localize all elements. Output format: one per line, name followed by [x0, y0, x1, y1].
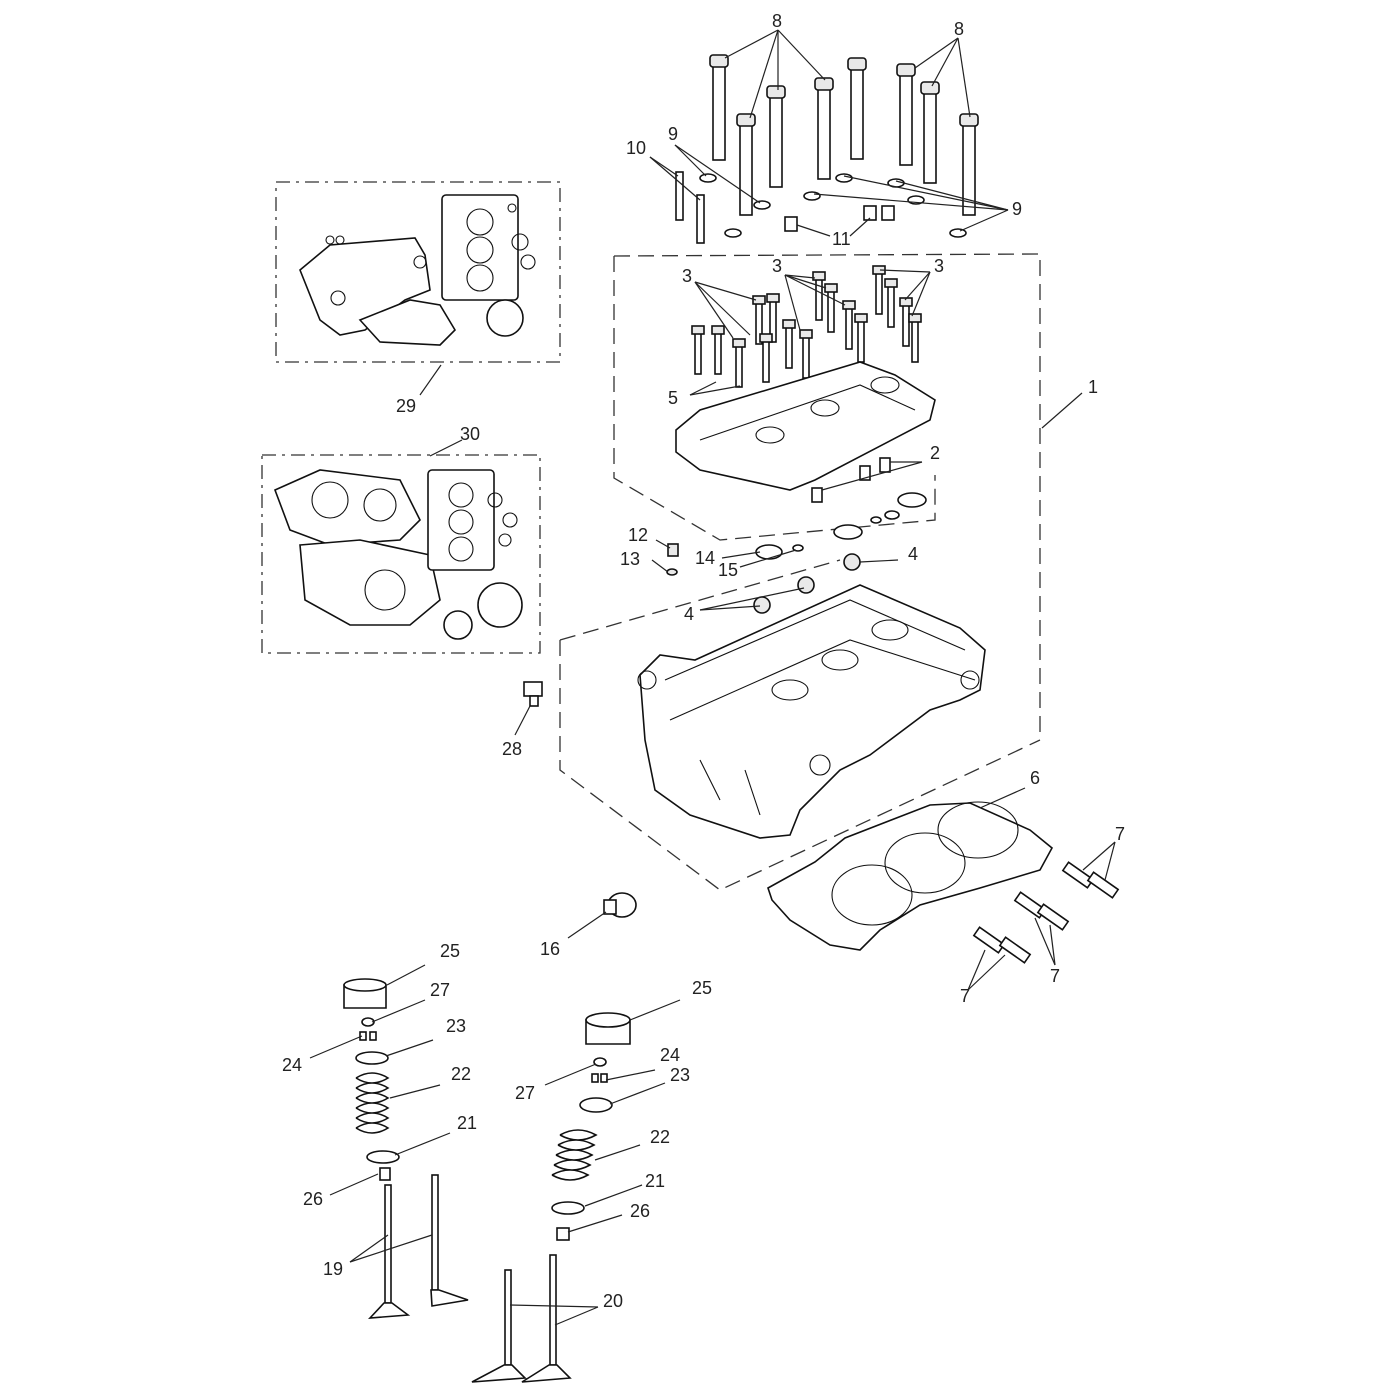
label-part-23: 23	[446, 1016, 466, 1036]
label-part-14: 14	[695, 548, 715, 568]
label-part-28: 28	[502, 739, 522, 759]
label-part-5: 5	[668, 388, 678, 408]
label-part-25: 25	[440, 941, 460, 961]
label-part-7: 7	[1115, 824, 1125, 844]
label-part-22: 22	[650, 1127, 670, 1147]
part-labels: 1 2 3 3 3 4 4 5 6 7 7 7 8 8 9 9 10 11 12…	[282, 11, 1125, 1311]
valve-train-left	[309, 964, 469, 1319]
label-part-26: 26	[630, 1201, 650, 1221]
washers-9-dowels	[649, 144, 1009, 244]
dowels-7	[967, 841, 1120, 991]
label-part-27: 27	[515, 1083, 535, 1103]
label-part-15: 15	[718, 560, 738, 580]
label-part-7: 7	[1050, 966, 1060, 986]
label-part-21: 21	[457, 1113, 477, 1133]
cylinder-head	[514, 584, 986, 839]
gasket-kit-30	[261, 454, 541, 654]
label-part-4: 4	[908, 544, 918, 564]
label-part-3: 3	[934, 256, 944, 276]
label-part-9: 9	[1012, 199, 1022, 219]
label-part-9: 9	[668, 124, 678, 144]
label-part-25: 25	[692, 978, 712, 998]
label-part-12: 12	[628, 525, 648, 545]
head-gasket-6	[767, 787, 1054, 951]
label-part-8: 8	[772, 11, 782, 31]
head-bolts-8	[709, 29, 979, 216]
label-part-3: 3	[682, 266, 692, 286]
label-part-16: 16	[540, 939, 560, 959]
label-part-22: 22	[451, 1064, 471, 1084]
label-part-19: 19	[323, 1259, 343, 1279]
label-part-26: 26	[303, 1189, 323, 1209]
label-part-13: 13	[620, 549, 640, 569]
label-part-10: 10	[626, 138, 646, 158]
cam-carrier-bolts-3	[689, 265, 931, 396]
label-part-7: 7	[960, 986, 970, 1006]
label-part-23: 23	[670, 1065, 690, 1085]
label-part-24: 24	[282, 1055, 302, 1075]
label-part-27: 27	[430, 980, 450, 1000]
label-part-21: 21	[645, 1171, 665, 1191]
label-part-20: 20	[603, 1291, 623, 1311]
valve-train-right	[471, 999, 681, 1383]
label-part-1: 1	[1088, 377, 1098, 397]
label-part-4: 4	[684, 604, 694, 624]
label-part-29: 29	[396, 396, 416, 416]
label-part-30: 30	[460, 424, 480, 444]
seals-14-15-4	[651, 492, 927, 614]
label-part-2: 2	[930, 443, 940, 463]
gasket-kit-29	[275, 181, 561, 363]
cam-carrier	[675, 361, 936, 503]
label-part-8: 8	[954, 19, 964, 39]
label-part-24: 24	[660, 1045, 680, 1065]
label-part-3: 3	[772, 256, 782, 276]
label-part-6: 6	[1030, 768, 1040, 788]
label-part-11: 11	[832, 229, 851, 249]
plug-16	[567, 892, 637, 939]
